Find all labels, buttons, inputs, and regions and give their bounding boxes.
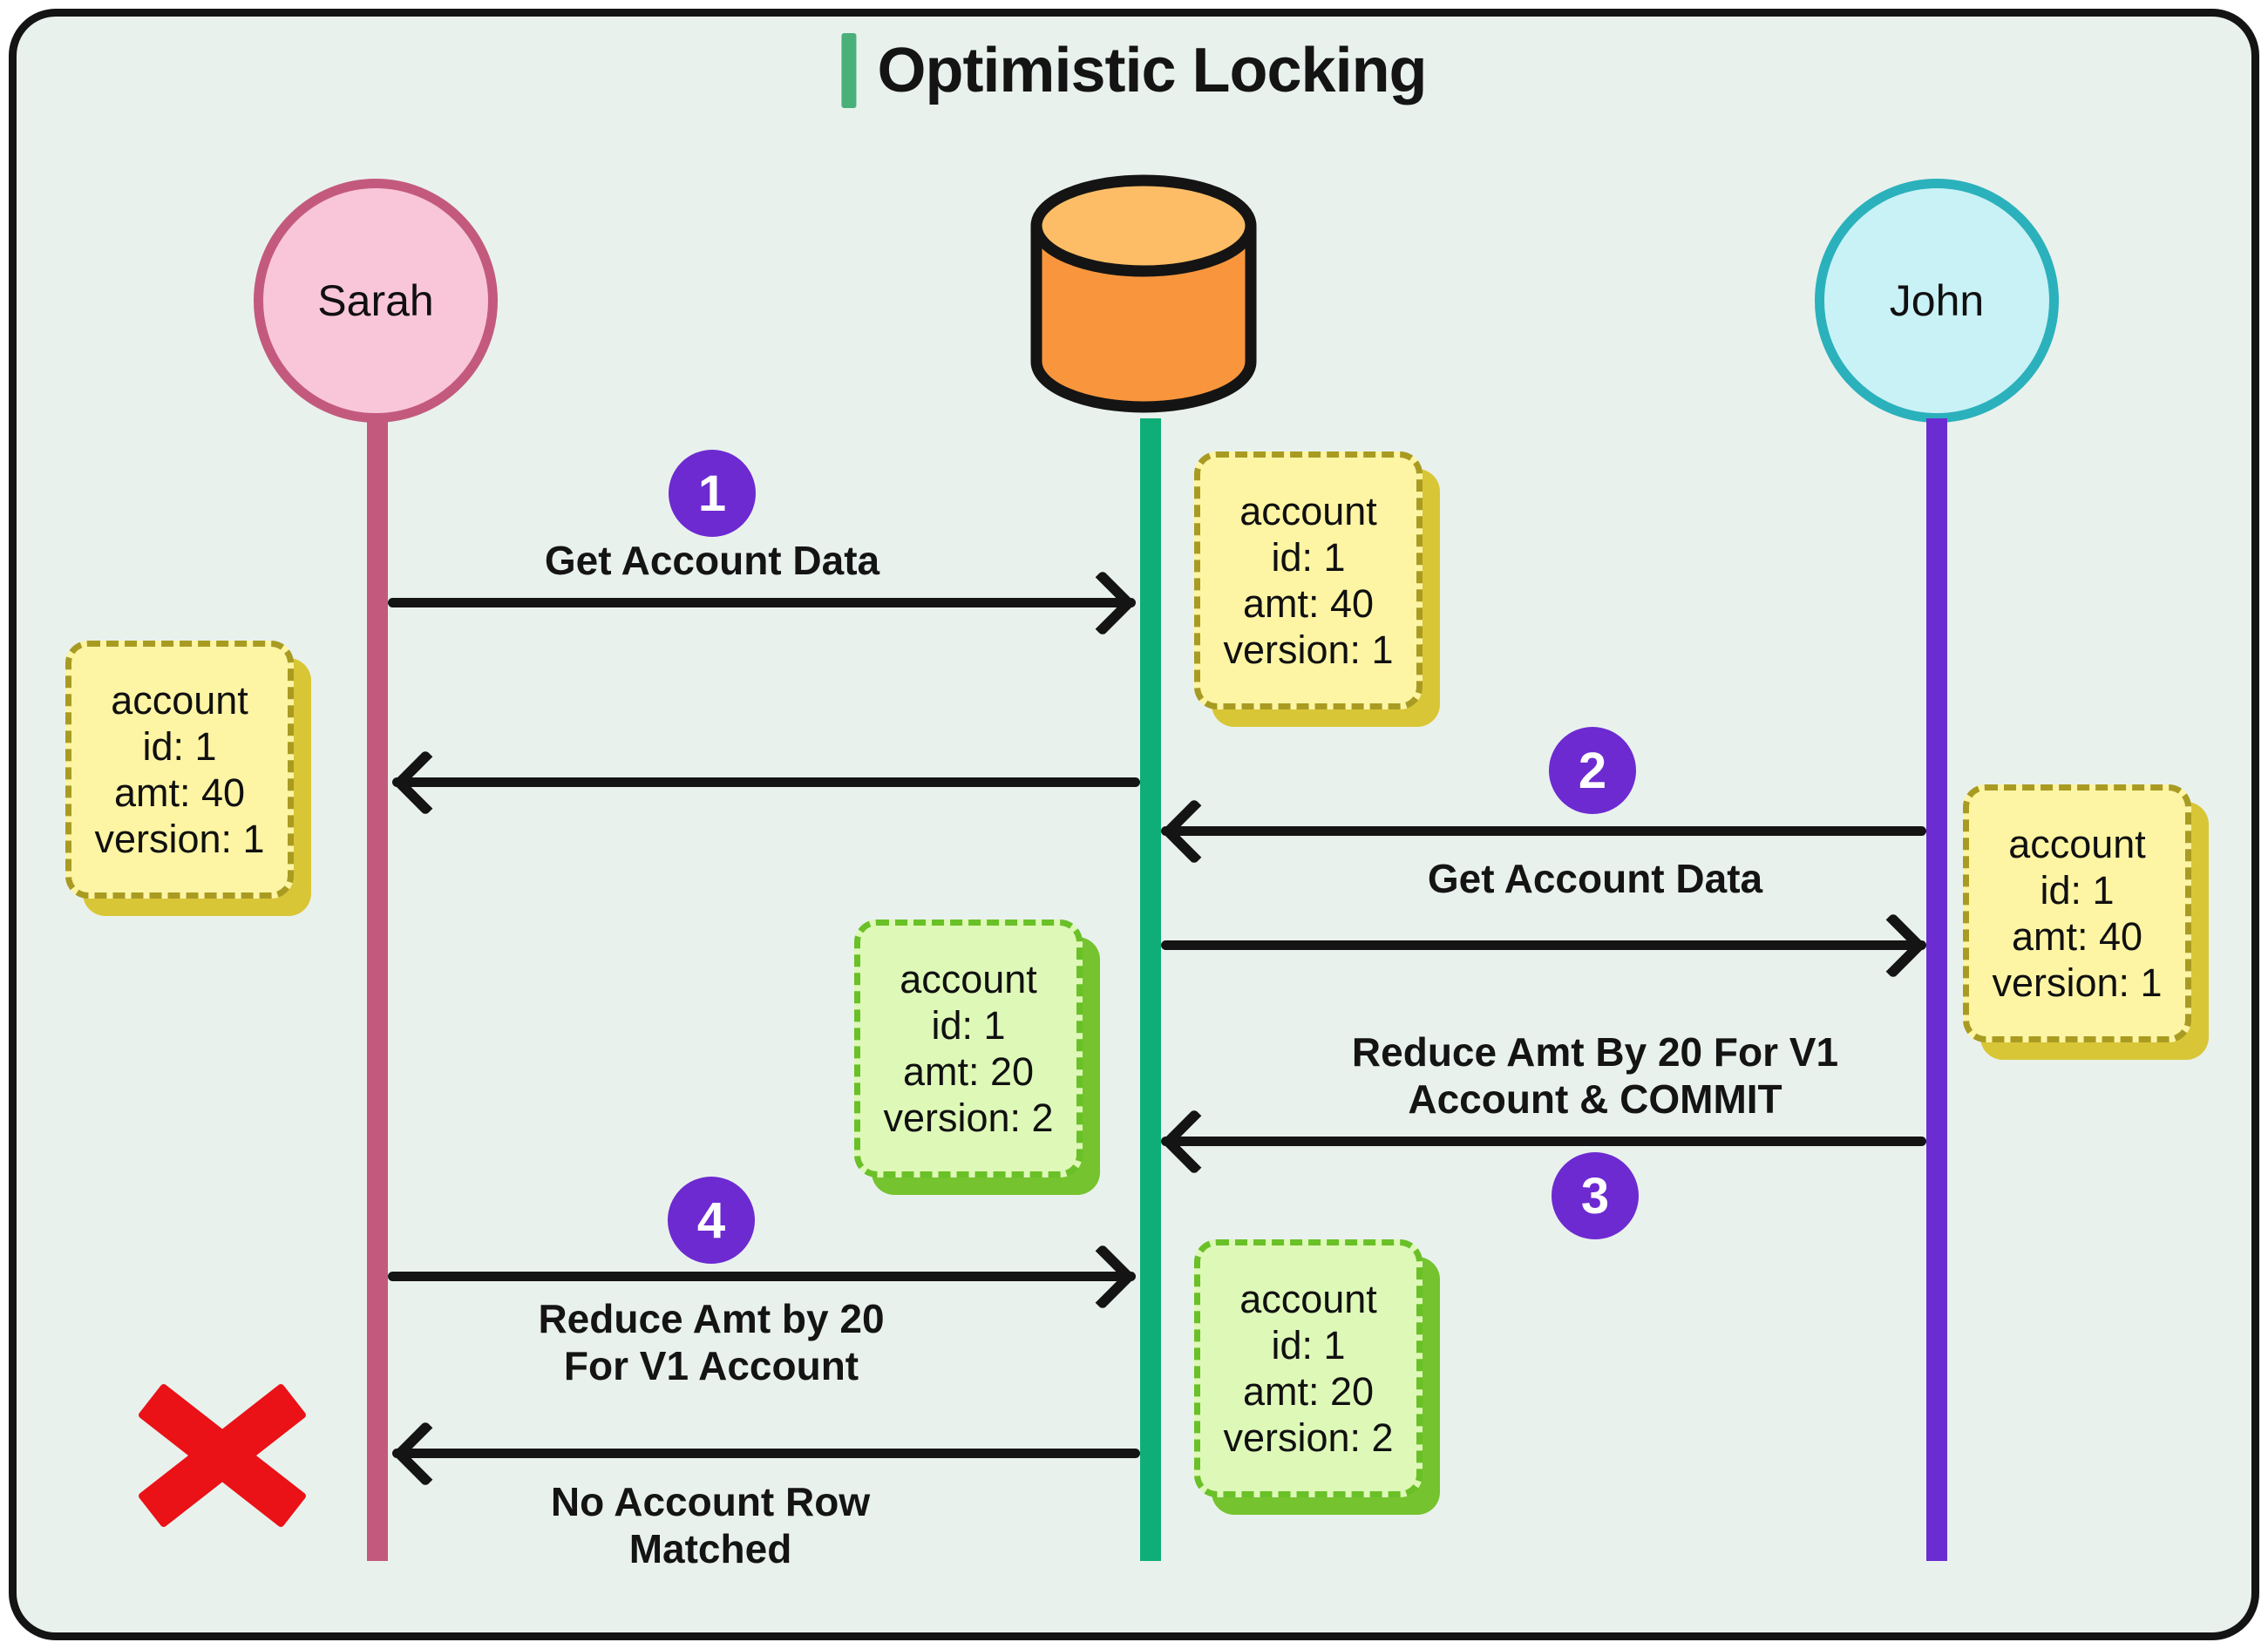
step1-label: Get Account Data	[407, 537, 1017, 584]
lifeline-database	[1140, 418, 1161, 1561]
note-line: account	[900, 957, 1037, 1001]
arrow-shaft	[1161, 940, 1926, 950]
title: Optimistic Locking	[841, 33, 1428, 108]
arrow-shaft	[388, 1272, 1136, 1281]
arrow-shaft	[392, 1449, 1140, 1458]
step1-label-text: Get Account Data	[544, 538, 880, 583]
step2-badge: 2	[1549, 727, 1636, 814]
note-line: version: 2	[1223, 1415, 1394, 1460]
step3-number: 3	[1580, 1167, 1610, 1225]
lifeline-john	[1926, 418, 1947, 1561]
failure-label: No Account Row Matched	[405, 1478, 1015, 1572]
actor-sarah: Sarah	[254, 179, 498, 423]
note-line: id: 1	[2040, 868, 2115, 913]
note-line: amt: 20	[902, 1049, 1035, 1094]
note-line: version: 1	[1992, 960, 2163, 1005]
actor-john-label: John	[1889, 276, 1985, 325]
arrow-shaft	[1161, 1137, 1926, 1146]
failure-label-line2: Matched	[628, 1526, 792, 1571]
step3-label-line1: Reduce Amt By 20 For V1	[1351, 1029, 1839, 1075]
step4-label: Reduce Amt by 20 For V1 Account	[406, 1295, 1016, 1389]
step2-number: 2	[1578, 742, 1607, 799]
note-line: amt: 40	[2011, 914, 2143, 959]
step1-badge: 1	[669, 450, 756, 537]
failure-label-line1: No Account Row	[550, 1479, 871, 1524]
note-line: version: 1	[1223, 628, 1394, 672]
note-line: account	[2008, 822, 2146, 866]
lifeline-sarah	[367, 418, 388, 1561]
red-x-icon	[135, 1375, 309, 1532]
step4-label-line1: Reduce Amt by 20	[538, 1296, 885, 1341]
note-line: id: 1	[1271, 535, 1346, 580]
step3-badge: 3	[1552, 1152, 1639, 1239]
arrow-step2-john-to-db	[1160, 797, 1926, 865]
step3-label: Reduce Amt By 20 For V1 Account & COMMIT	[1290, 1028, 1900, 1123]
step1-number: 1	[697, 465, 727, 522]
arrow-shaft	[1161, 826, 1926, 836]
actor-john: John	[1815, 179, 2059, 423]
note-db-updated: account id: 1 amt: 20 version: 2	[854, 920, 1083, 1177]
arrow-step3-john-to-db	[1160, 1108, 1926, 1176]
step4-badge: 4	[668, 1177, 755, 1264]
note-line: amt: 20	[1242, 1369, 1375, 1414]
step4-number: 4	[696, 1191, 726, 1249]
note-db-initial: account id: 1 amt: 40 version: 1	[1194, 451, 1423, 709]
note-line: id: 1	[1271, 1323, 1346, 1367]
database-icon	[1030, 174, 1257, 413]
step4-label-line2: For V1 Account	[563, 1343, 859, 1388]
page-title: Optimistic Locking	[877, 36, 1427, 105]
title-accent-bar	[841, 33, 857, 108]
note-line: account	[1239, 489, 1377, 533]
actor-sarah-label: Sarah	[317, 276, 434, 325]
note-sarah-copy: account id: 1 amt: 40 version: 1	[65, 641, 294, 899]
arrow-return-db-to-sarah	[391, 749, 1140, 817]
note-line: amt: 40	[113, 770, 246, 815]
arrow-shaft	[388, 598, 1136, 607]
note-john-copy: account id: 1 amt: 40 version: 1	[1963, 784, 2191, 1042]
note-line: account	[111, 678, 248, 723]
note-line: id: 1	[931, 1003, 1006, 1048]
step2-label-text: Get Account Data	[1427, 856, 1763, 901]
note-line: account	[1239, 1277, 1377, 1321]
note-line: id: 1	[142, 724, 217, 769]
step2-label: Get Account Data	[1290, 855, 1900, 902]
note-line: version: 2	[883, 1096, 1054, 1140]
step3-label-line2: Account & COMMIT	[1408, 1076, 1782, 1122]
note-line: amt: 40	[1242, 581, 1375, 626]
arrow-shaft	[392, 777, 1140, 787]
arrow-step1-sarah-to-db	[388, 569, 1137, 637]
arrow-step2-db-to-john	[1161, 912, 1927, 980]
arrow-fail-db-to-sarah	[391, 1420, 1140, 1488]
note-db-committed: account id: 1 amt: 20 version: 2	[1194, 1239, 1423, 1497]
arrow-step4-sarah-to-db	[388, 1243, 1137, 1311]
note-line: version: 1	[94, 817, 265, 861]
